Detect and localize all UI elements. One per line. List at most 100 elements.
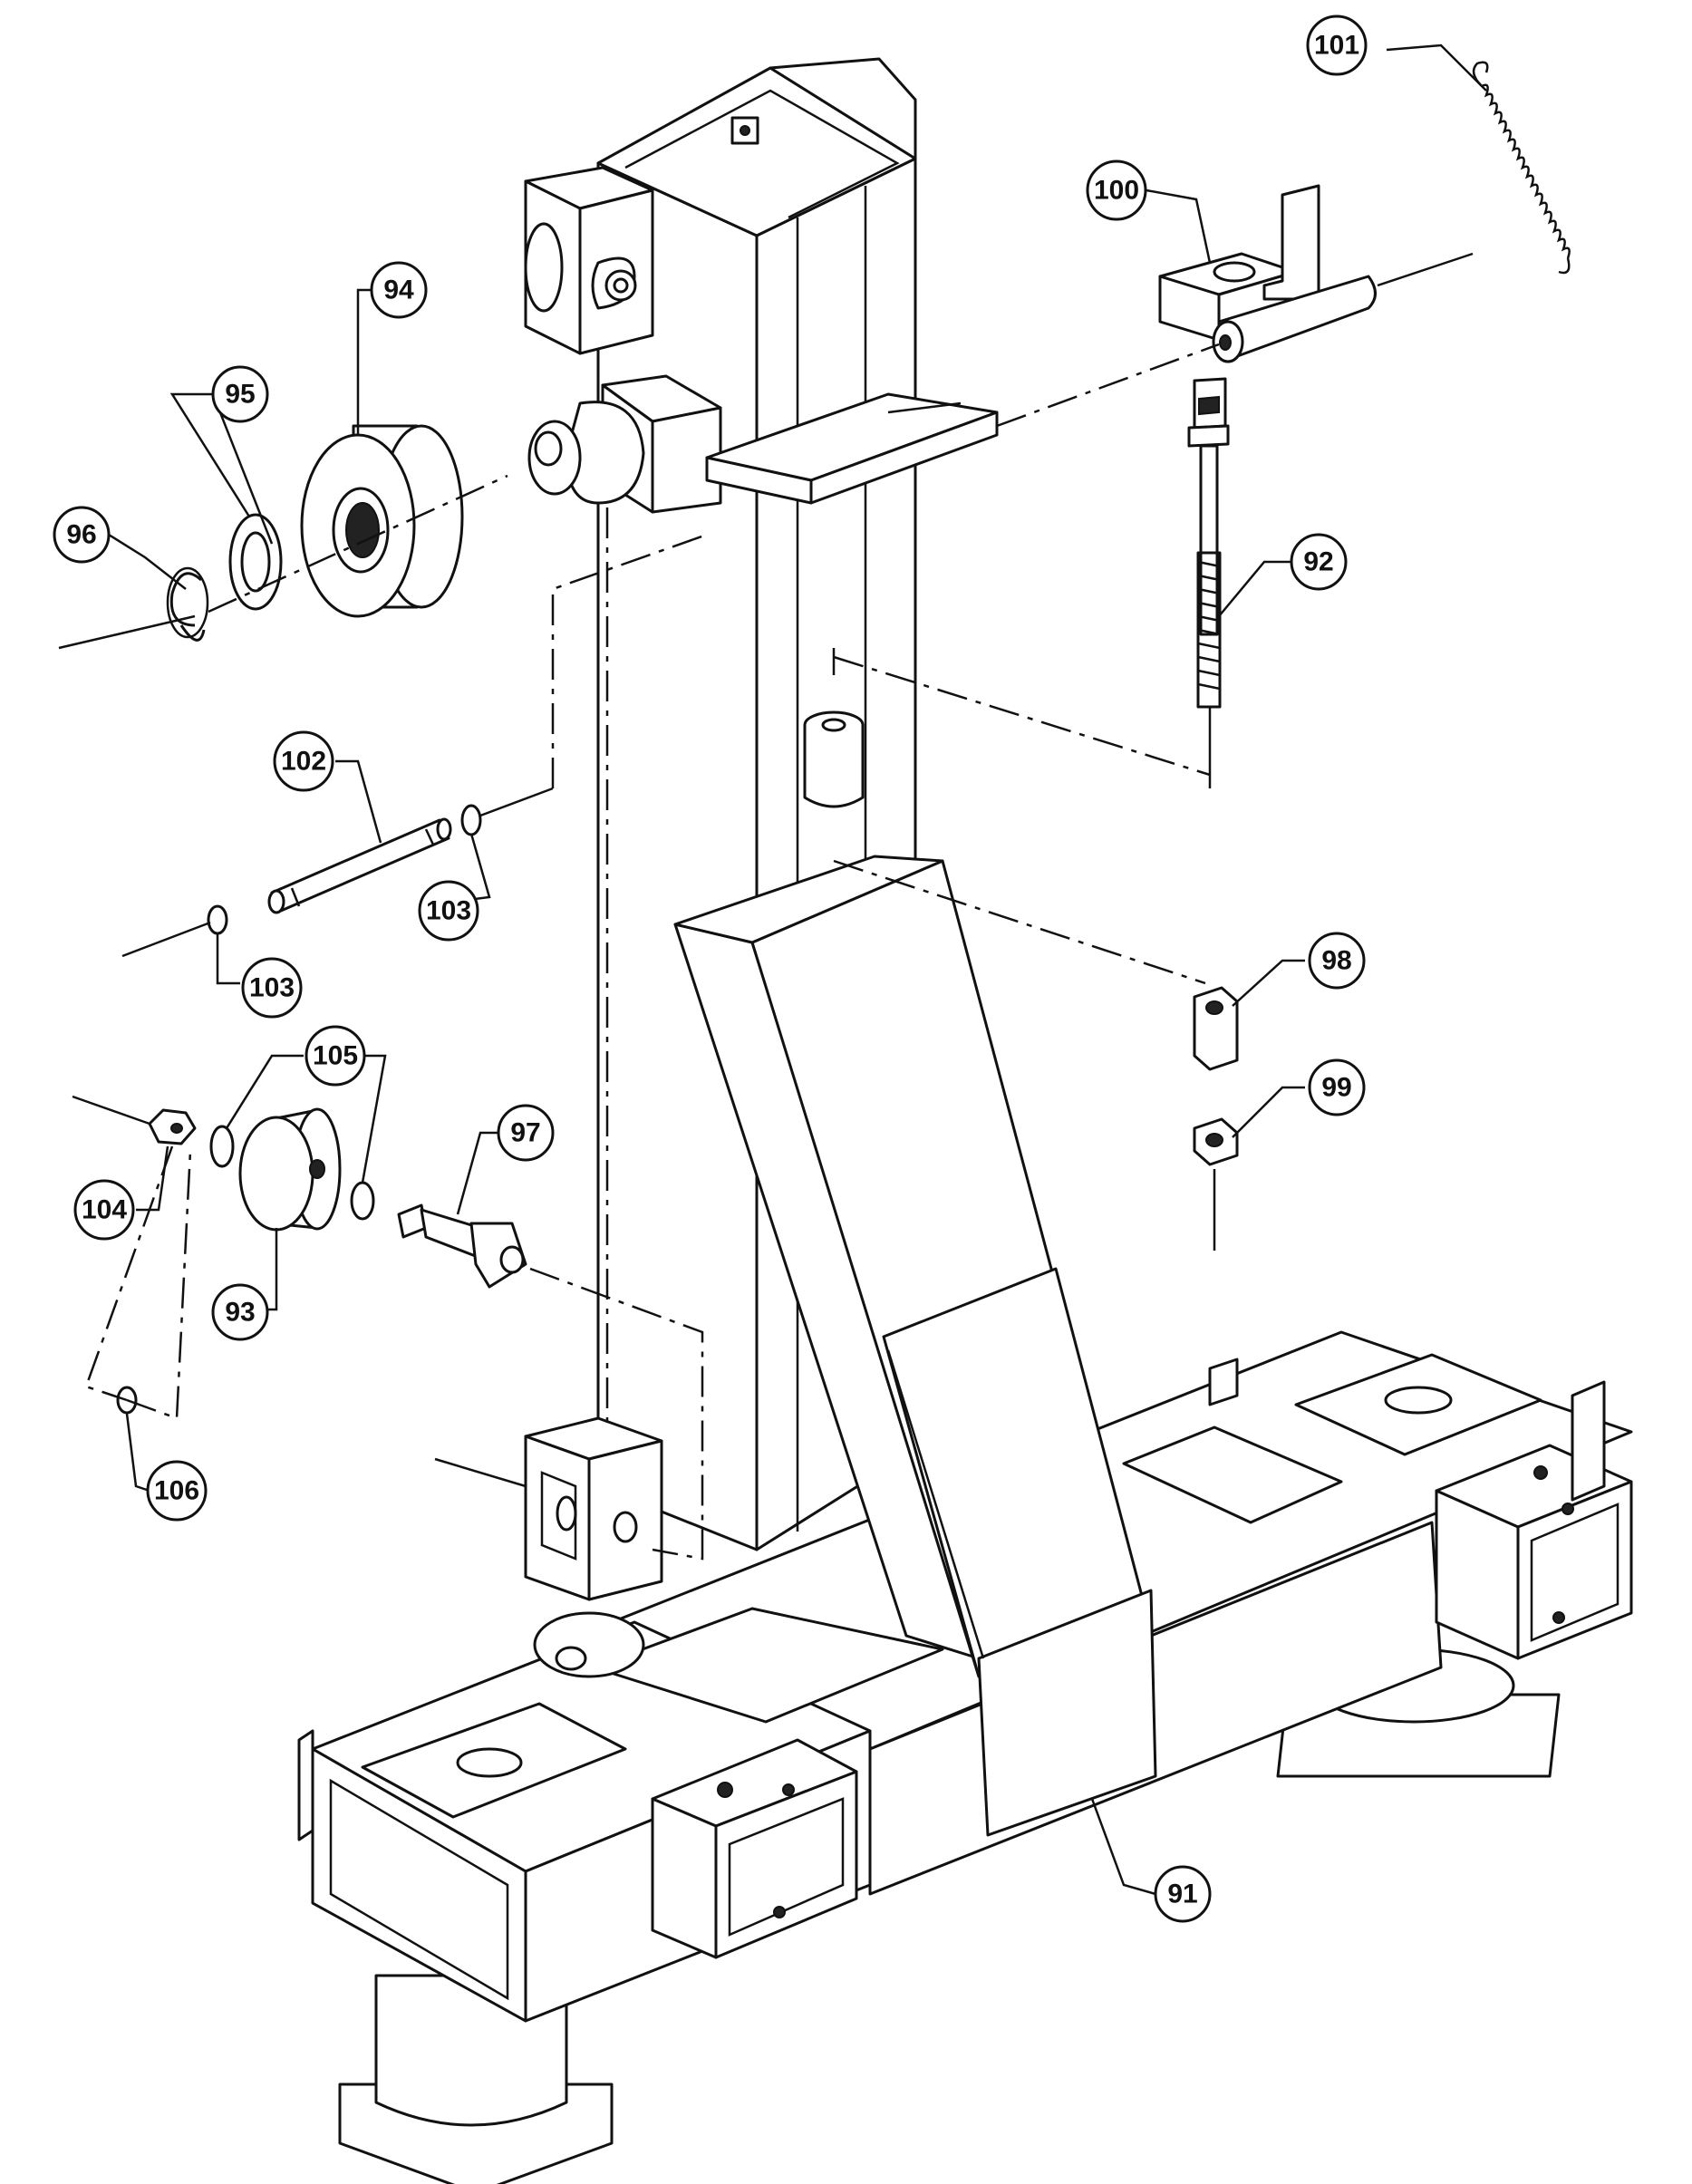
lower-roller xyxy=(533,1611,645,1678)
column-top-square-dot xyxy=(740,125,750,136)
small-roller-front xyxy=(238,1116,314,1232)
callout-104-circle xyxy=(73,1179,135,1241)
left-beam-end-inner xyxy=(329,1778,509,2001)
callout-103-left-label: 103 xyxy=(249,973,295,1003)
pin-end-right xyxy=(436,817,452,841)
callout-96-label: 96 xyxy=(66,520,96,550)
lower-housing-inner xyxy=(540,1471,577,1561)
pin-axis-dash xyxy=(551,533,708,788)
leader-98 xyxy=(1232,959,1305,1007)
callout-92-circle xyxy=(1290,533,1348,591)
left-beam-end xyxy=(311,1747,527,2023)
washer-inner xyxy=(240,531,271,593)
retaining-ring xyxy=(169,572,206,642)
callout-104: 104 xyxy=(73,1179,135,1241)
column-front xyxy=(596,161,759,1551)
spindle-tip xyxy=(534,430,563,467)
retaining-ring-outline xyxy=(166,566,209,639)
front-plate xyxy=(592,1607,944,1724)
shoulder-bolt-socket xyxy=(499,1245,525,1274)
part-104-nut xyxy=(148,1108,197,1145)
pin-end-left xyxy=(267,889,285,914)
part-96-retaining-ring xyxy=(166,566,209,642)
nut-axis-dash xyxy=(833,859,1206,985)
callout-94-circle xyxy=(370,261,428,319)
callout-100-circle xyxy=(1086,159,1147,221)
callout-92-label: 92 xyxy=(1303,547,1333,577)
callout-101-label: 101 xyxy=(1314,31,1359,61)
upper-roller xyxy=(524,222,564,313)
callout-103-right-circle xyxy=(418,880,479,942)
callout-95-label: 95 xyxy=(225,380,255,410)
nut-99-hole xyxy=(1205,1133,1223,1147)
callout-103-left-circle xyxy=(241,957,303,1019)
column-inner-channel xyxy=(624,89,900,219)
callout-91-label: 91 xyxy=(1167,1880,1197,1909)
callout-92: 92 xyxy=(1290,533,1348,591)
part-97-shoulder-bolt xyxy=(397,1203,527,1289)
callout-101-circle xyxy=(1306,14,1368,76)
rear-block-hole-c xyxy=(1552,1611,1565,1624)
part-102-pin xyxy=(267,817,452,914)
bracket-arm xyxy=(1262,184,1320,301)
lower-housing-axis xyxy=(434,1457,527,1488)
callout-99-circle xyxy=(1308,1058,1366,1116)
roller-axis-dash xyxy=(208,474,508,614)
leader-103b xyxy=(216,933,240,985)
nut-104-hole xyxy=(170,1123,183,1134)
callout-105: 105 xyxy=(305,1025,366,1087)
callout-95: 95 xyxy=(211,365,269,423)
leader-96 xyxy=(108,533,187,590)
bolt-thread xyxy=(1197,560,1221,691)
callout-97-label: 97 xyxy=(510,1118,540,1148)
callout-105-circle xyxy=(305,1025,366,1087)
left-plate-hole xyxy=(456,1747,523,1778)
rear-plate-hole xyxy=(1384,1386,1453,1415)
bracket-pin xyxy=(1217,275,1377,360)
callout-93-label: 93 xyxy=(225,1298,255,1328)
rear-block-inner xyxy=(1530,1503,1619,1642)
bolt-collar xyxy=(1187,424,1230,448)
callout-98-circle xyxy=(1308,932,1366,990)
leader-93 xyxy=(267,1228,278,1311)
leader-106-dash xyxy=(126,1150,192,1420)
rear-side-tab xyxy=(1571,1380,1606,1502)
callout-106: 106 xyxy=(146,1460,208,1522)
roller-bore-inner xyxy=(345,502,380,558)
leader-92 xyxy=(1218,560,1291,617)
callout-99-label: 99 xyxy=(1321,1073,1351,1103)
callout-94-label: 94 xyxy=(383,275,414,305)
leader-100 xyxy=(1146,188,1212,264)
part-98-nut xyxy=(1193,986,1239,1071)
lower-roller-hub xyxy=(555,1646,587,1671)
small-roller-axis-left xyxy=(72,1095,150,1126)
callout-93: 93 xyxy=(211,1283,269,1341)
front-block-hole-c xyxy=(773,1906,786,1918)
pin-groove-right xyxy=(424,828,435,846)
callout-101: 101 xyxy=(1306,14,1368,76)
lower-housing-hole-b xyxy=(613,1511,638,1543)
pin-axis-left xyxy=(121,921,211,958)
callout-105-label: 105 xyxy=(313,1041,358,1071)
spring-hook-top xyxy=(1472,61,1489,87)
bracket-axis-line xyxy=(1377,252,1474,287)
spindle-shoulder xyxy=(565,401,645,505)
bolt-head-slot xyxy=(1198,395,1220,416)
ring-103-right xyxy=(460,804,482,836)
column-spacer-hole xyxy=(821,718,846,732)
front-block-side xyxy=(651,1797,718,1959)
leader-102 xyxy=(335,759,382,844)
callout-103-right: 103 xyxy=(418,880,479,942)
callout-leaders xyxy=(84,43,1487,1896)
callout-100: 100 xyxy=(1086,159,1147,221)
leader-97 xyxy=(456,1131,503,1215)
callout-104-label: 104 xyxy=(82,1195,127,1225)
lower-housing-hole-a xyxy=(556,1495,577,1532)
nut-98-hole xyxy=(1205,1000,1223,1015)
callout-99: 99 xyxy=(1308,1058,1366,1116)
spring-coil xyxy=(1481,83,1571,259)
small-roller-axis-dash xyxy=(529,1267,704,1561)
callout-97-circle xyxy=(497,1104,555,1162)
leader-105 xyxy=(225,1054,387,1184)
small-bracket xyxy=(1208,1358,1239,1406)
